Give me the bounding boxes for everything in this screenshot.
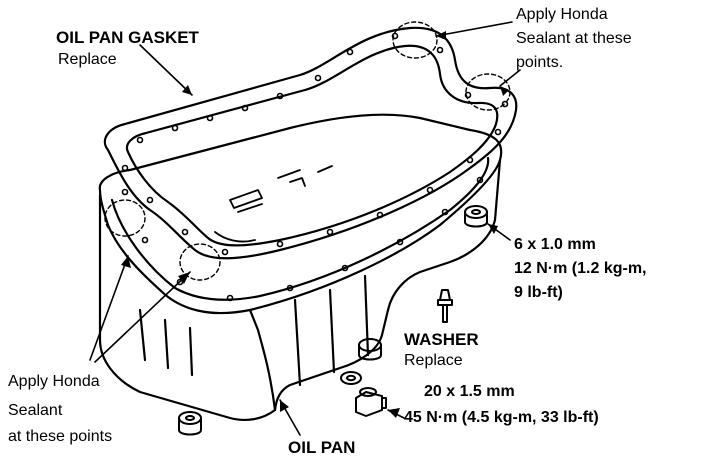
oil-pan-title: OIL PAN [288, 438, 356, 457]
washer-ring [340, 371, 362, 385]
washer-title: WASHER [404, 330, 479, 349]
stud-bolt [437, 289, 453, 323]
sealant-top-line1: Apply Honda [516, 6, 608, 23]
leader-lines [89, 21, 521, 436]
pan-floor-details [214, 165, 333, 243]
drain-plug [355, 387, 387, 417]
drain-plug-torque: 45 N·m (4.5 kg-m, 33 lb-ft) [404, 409, 599, 426]
sealant-left-line1: Apply Honda [8, 373, 100, 390]
drain-plug-size: 20 x 1.5 mm [424, 383, 515, 400]
gasket-outline [103, 21, 518, 281]
sealant-top-line2: Sealant at these [516, 30, 632, 47]
arrowheads [121, 31, 509, 418]
sealant-top-line3: points. [516, 54, 564, 71]
grommet [178, 411, 202, 436]
washer-seat [358, 338, 382, 361]
washer-note: Replace [404, 352, 463, 369]
bolt-spec-size: 6 x 1.0 mm [514, 236, 596, 253]
oil-pan-body [98, 113, 503, 421]
sealant-left-line2: Sealant [8, 402, 63, 419]
oil-pan-gasket-note: Replace [58, 51, 117, 68]
oil-pan-gasket-title: OIL PAN GASKET [56, 28, 199, 47]
flange-nut [464, 205, 488, 228]
bolt-spec-torque: 12 N·m (1.2 kg-m, [514, 260, 647, 277]
bolt-spec-torque-imperial: 9 lb-ft) [514, 284, 563, 301]
sealant-left-line3: at these points [8, 428, 113, 445]
